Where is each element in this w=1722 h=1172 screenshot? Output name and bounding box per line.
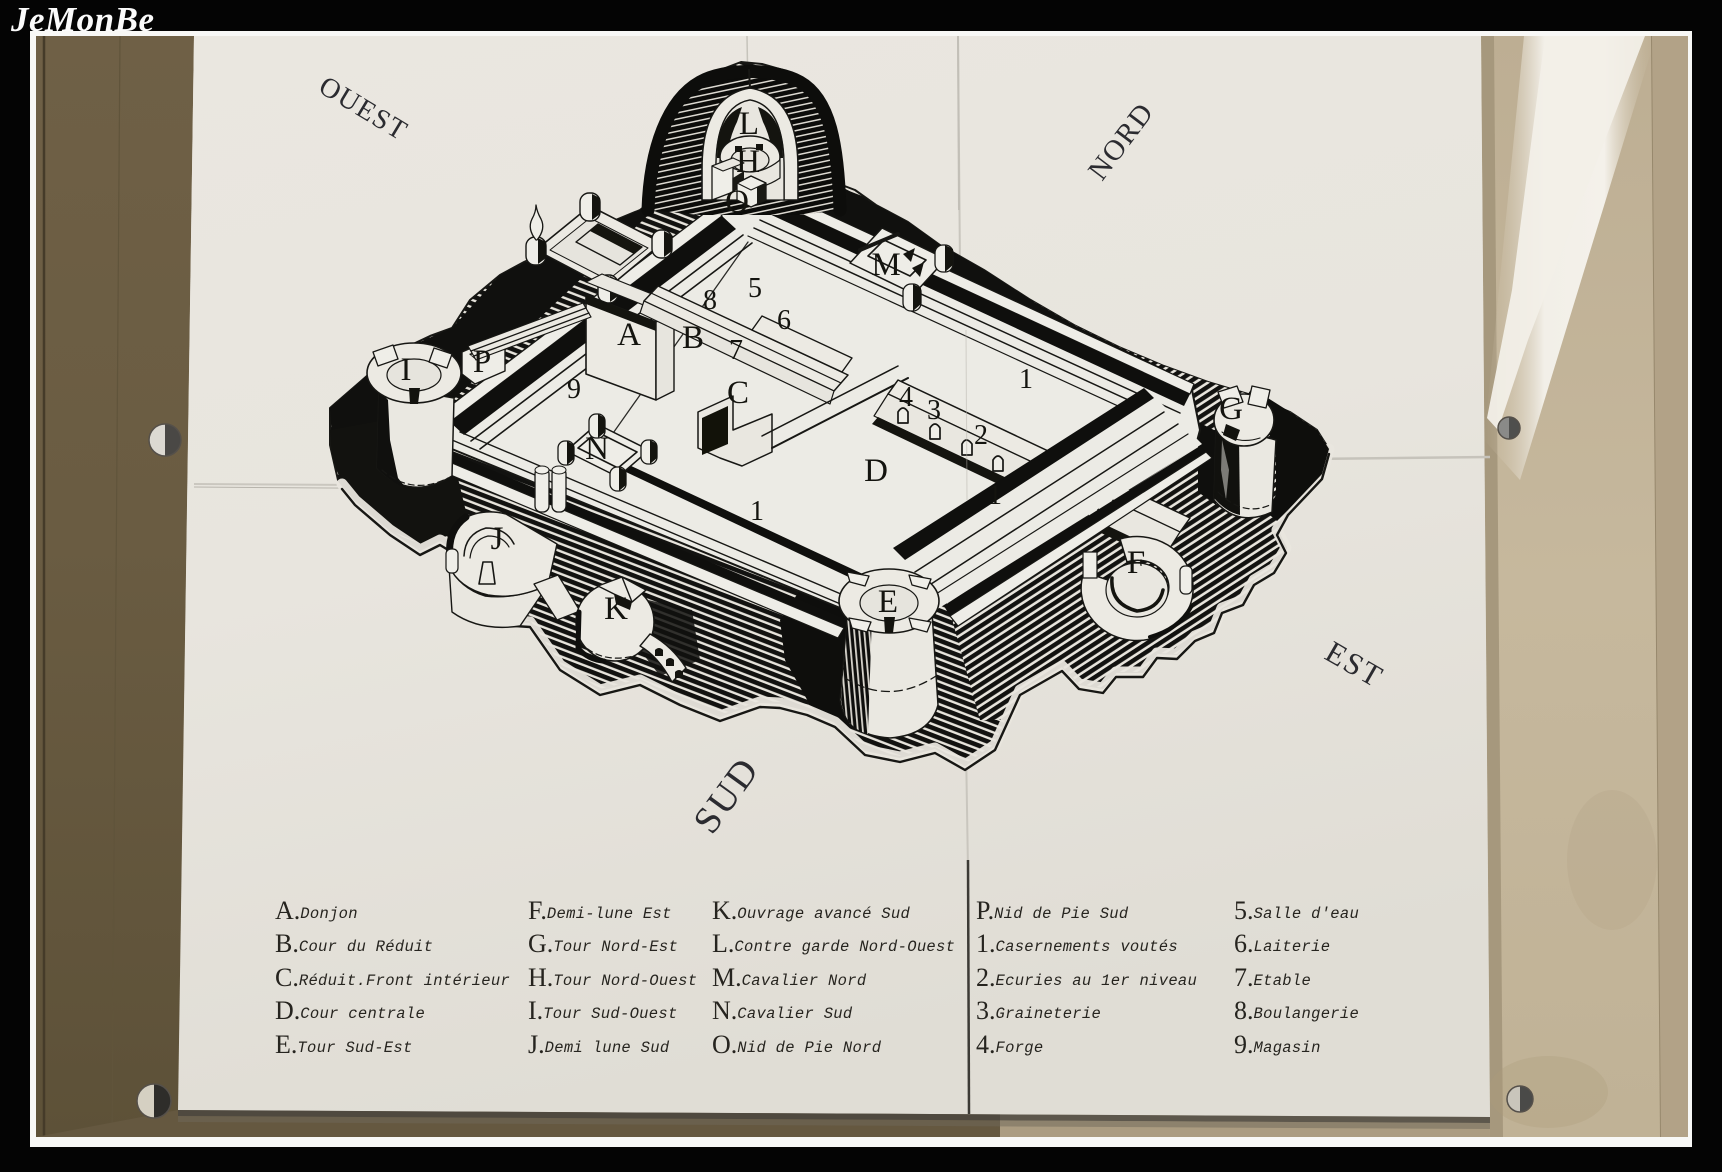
svg-text:A.Donjon: A.Donjon (275, 896, 358, 925)
svg-text:A: A (617, 317, 641, 353)
svg-text:3: 3 (927, 395, 941, 426)
svg-text:N: N (585, 431, 609, 467)
svg-text:5: 5 (748, 273, 762, 304)
svg-text:E: E (878, 584, 898, 620)
svg-text:4: 4 (899, 382, 913, 413)
svg-text:M: M (871, 247, 900, 283)
svg-text:1: 1 (750, 496, 764, 527)
svg-text:B: B (682, 320, 704, 356)
svg-text:C: C (727, 375, 749, 411)
svg-text:L: L (739, 106, 759, 142)
svg-text:D: D (864, 453, 888, 489)
svg-text:G: G (1219, 391, 1243, 427)
svg-text:9: 9 (567, 374, 581, 405)
svg-text:JeMonBe: JeMonBe (10, 0, 155, 39)
svg-text:8: 8 (703, 285, 717, 316)
svg-text:P: P (473, 344, 491, 380)
svg-text:H: H (736, 144, 760, 180)
svg-text:J: J (491, 521, 504, 557)
svg-text:F: F (1127, 545, 1145, 581)
svg-text:O: O (725, 184, 749, 220)
svg-text:1: 1 (988, 480, 1002, 511)
svg-text:K: K (604, 591, 628, 627)
svg-text:I: I (401, 352, 412, 388)
svg-text:7: 7 (729, 335, 743, 366)
svg-text:2: 2 (974, 420, 988, 451)
svg-text:6: 6 (777, 305, 791, 336)
svg-text:1: 1 (1019, 364, 1033, 395)
